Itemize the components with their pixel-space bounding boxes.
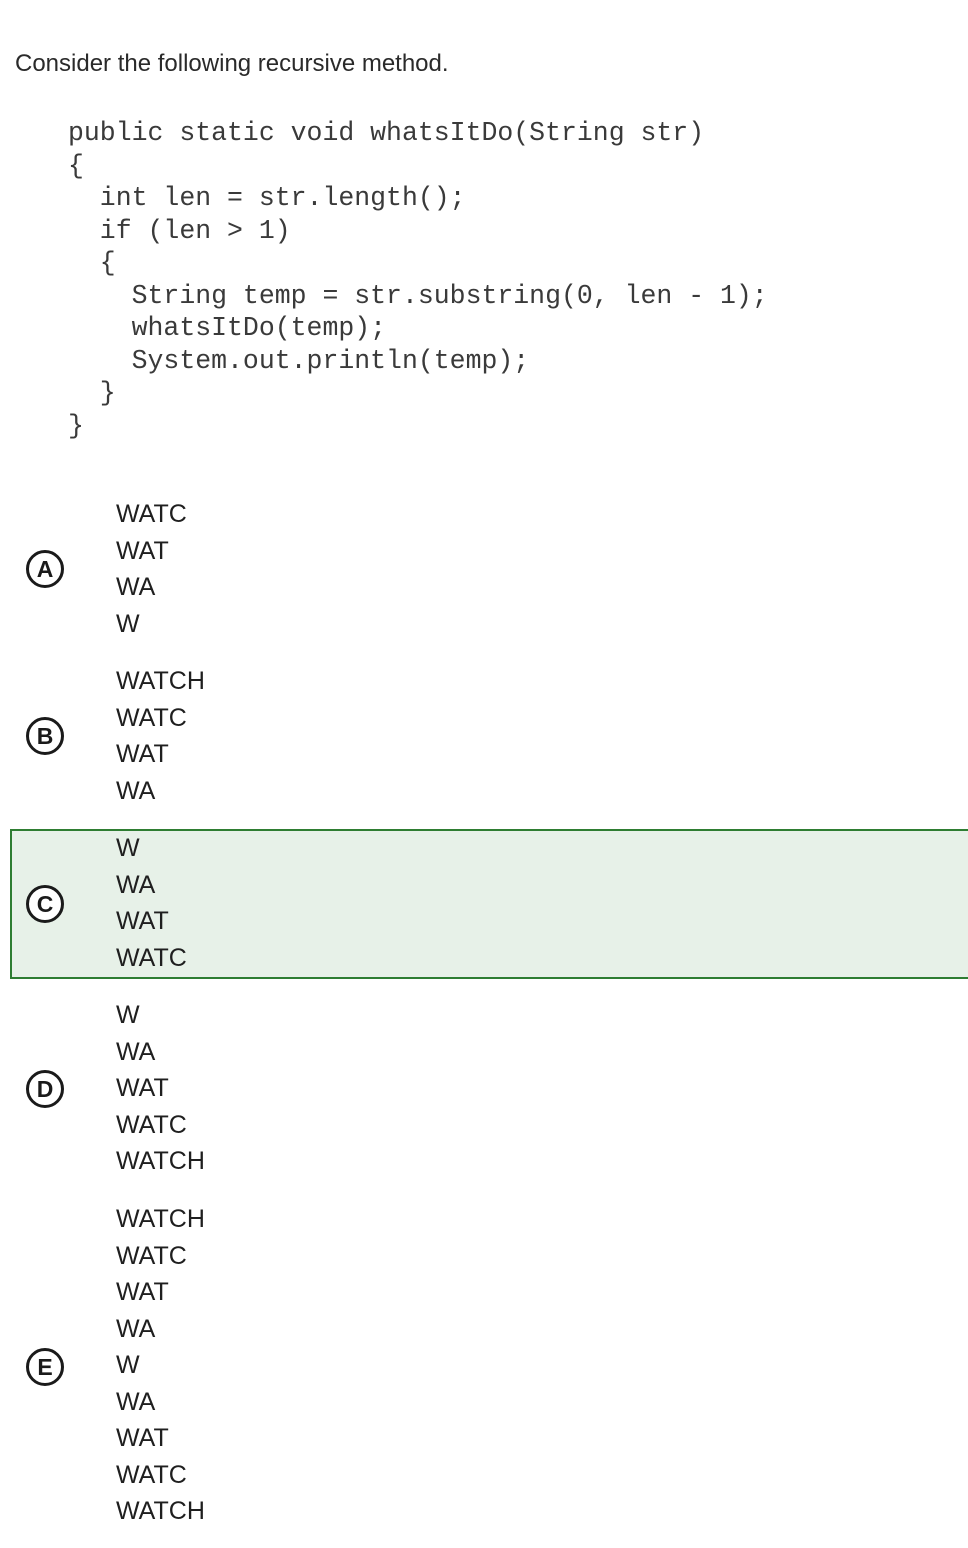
option-line: WAT xyxy=(116,536,169,565)
option-line: WATC xyxy=(116,1460,187,1489)
answer-option-c[interactable]: C W WA WAT WATC xyxy=(10,829,968,979)
option-d-lines: W WA WAT WATC WATCH xyxy=(116,997,205,1180)
answer-option-d[interactable]: D W WA WAT WATC WATCH xyxy=(10,995,968,1181)
option-line: WATC xyxy=(116,1110,187,1139)
option-line: WATCH xyxy=(116,667,205,695)
option-line: WATCH xyxy=(116,1147,205,1175)
option-e-lines: WATCH WATC WAT WA W WA WAT WATC WATCH xyxy=(116,1201,205,1530)
option-line: WAT xyxy=(116,907,169,935)
option-line: WATC xyxy=(116,703,187,732)
option-line: WATCH xyxy=(116,1497,205,1525)
option-line: WA xyxy=(116,1387,156,1416)
option-line: WA xyxy=(116,776,156,805)
answer-option-b[interactable]: B WATCH WATC WAT WA xyxy=(10,661,968,811)
answer-option-a[interactable]: A WATC WAT WA W xyxy=(10,494,968,644)
option-b-letter-badge: B xyxy=(26,717,64,755)
option-e-letter-badge: E xyxy=(26,1348,64,1386)
option-d-letter-badge: D xyxy=(26,1070,64,1108)
option-c-lines: W WA WAT WATC xyxy=(116,830,187,976)
option-line: WATC xyxy=(116,500,187,528)
option-line: W xyxy=(116,1001,140,1029)
option-line: W xyxy=(116,609,140,638)
option-line: W xyxy=(116,834,140,862)
option-line: WA xyxy=(116,1314,156,1343)
code-block: public static void whatsItDo(String str)… xyxy=(68,118,768,441)
option-line: WAT xyxy=(116,1278,169,1306)
question-prompt: Consider the following recursive method. xyxy=(15,50,449,77)
option-line: W xyxy=(116,1351,140,1379)
option-a-letter-badge: A xyxy=(26,550,64,588)
option-line: WA xyxy=(116,1037,156,1066)
option-line: WATC xyxy=(116,1241,187,1270)
option-c-letter-badge: C xyxy=(26,885,64,923)
option-line: WA xyxy=(116,573,156,601)
option-b-lines: WATCH WATC WAT WA xyxy=(116,663,205,809)
option-line: WATCH xyxy=(116,1205,205,1233)
option-line: WA xyxy=(116,870,156,899)
option-line: WAT xyxy=(116,1424,169,1452)
option-line: WAT xyxy=(116,740,169,768)
option-line: WATC xyxy=(116,943,187,972)
answer-option-e[interactable]: E WATCH WATC WAT WA W WA WAT WATC WATCH xyxy=(10,1199,968,1535)
option-line: WAT xyxy=(116,1074,169,1102)
option-a-lines: WATC WAT WA W xyxy=(116,496,187,642)
